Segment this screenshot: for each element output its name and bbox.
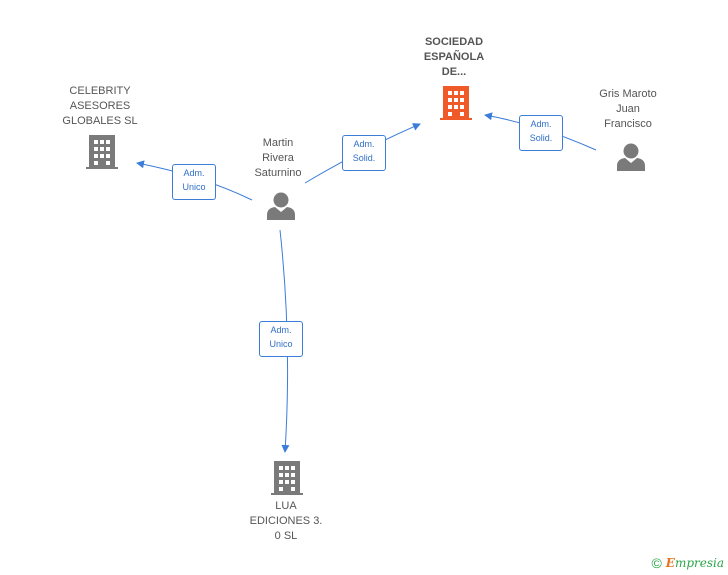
- node-label-line: EDICIONES 3.: [249, 515, 323, 527]
- edge-label-line: Solid.: [352, 153, 376, 163]
- node-label-line: SOCIEDAD: [424, 36, 484, 48]
- person-icon[interactable]: [616, 143, 646, 171]
- company-building-icon[interactable]: [86, 135, 118, 169]
- node-label-line: LUA: [275, 500, 297, 512]
- node-label-celebrity-asesores[interactable]: CELEBRITY ASESORES GLOBALES SL: [50, 84, 150, 129]
- empresia-logo[interactable]: Empresia: [666, 556, 724, 570]
- edge-label-adm-solid[interactable]: Adm. Solid.: [519, 115, 563, 151]
- edge-label-adm-unico[interactable]: Adm. Unico: [259, 321, 303, 357]
- node-label-line: Martin: [262, 137, 294, 149]
- company-building-icon[interactable]: [440, 86, 472, 120]
- node-label-line: Gris Maroto: [599, 88, 657, 100]
- node-label-line: 0 SL: [274, 530, 298, 542]
- node-label-line: ESPAÑOLA: [423, 51, 485, 63]
- person-icon[interactable]: [266, 192, 296, 220]
- edge-label-line: Adm.: [270, 325, 292, 335]
- edge-label-line: Adm.: [183, 168, 205, 178]
- node-label-line: Saturnino: [254, 167, 302, 179]
- node-label-line: CELEBRITY: [69, 85, 131, 97]
- node-label-line: Francisco: [604, 118, 652, 130]
- edge-label-line: Adm.: [530, 119, 552, 129]
- edge-label-line: Unico: [269, 339, 293, 349]
- node-label-gris-maroto[interactable]: Gris Maroto Juan Francisco: [588, 87, 668, 132]
- node-label-lua-ediciones[interactable]: LUA EDICIONES 3. 0 SL: [236, 499, 336, 544]
- node-label-line: Rivera: [262, 152, 294, 164]
- node-label-line: DE...: [441, 66, 467, 78]
- empresia-copyright: © Empresia: [651, 555, 724, 571]
- edge-label-adm-solid[interactable]: Adm. Solid.: [342, 135, 386, 171]
- edge-label-adm-unico[interactable]: Adm. Unico: [172, 164, 216, 200]
- edge-label-line: Unico: [182, 182, 206, 192]
- logo-rest: mpresia: [674, 556, 724, 570]
- company-building-icon[interactable]: [271, 461, 303, 495]
- edge-label-line: Adm.: [353, 139, 375, 149]
- node-label-line: Juan: [616, 103, 640, 115]
- node-label-line: GLOBALES SL: [62, 115, 138, 127]
- node-label-sociedad-espanola[interactable]: SOCIEDAD ESPAÑOLA DE...: [404, 35, 504, 80]
- node-label-martin-rivera[interactable]: Martin Rivera Saturnino: [238, 136, 318, 181]
- edge-label-line: Solid.: [529, 133, 553, 143]
- logo-initial: E: [665, 556, 675, 570]
- copyright-symbol: ©: [651, 555, 662, 571]
- node-label-line: ASESORES: [69, 100, 131, 112]
